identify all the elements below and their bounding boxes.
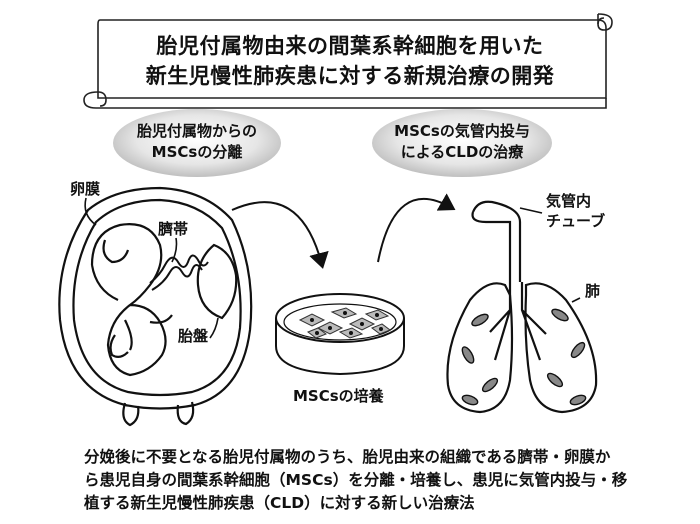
- title-line-2: 新生児慢性肺疾患に対する新規治療の開発: [145, 64, 555, 88]
- uterus-drawing: [58, 186, 253, 427]
- culture-label: MSCsの培養: [293, 387, 384, 405]
- treatment-step-line-1: MSCsの気管内投与: [394, 122, 530, 140]
- umbilical-cord-label: 臍帯: [158, 220, 189, 238]
- placenta-label: 胎盤: [178, 327, 209, 345]
- title-line-1: 胎児付属物由来の間葉系幹細胞を用いた: [156, 34, 544, 58]
- label-pointers: [84, 197, 581, 339]
- isolation-bubble: [113, 109, 281, 177]
- caption-line-1: 分娩後に不要となる胎児付属物のうち、胎児由来の組織である臍帯・卵膜か: [84, 448, 611, 466]
- title-scroll-banner: [83, 13, 613, 109]
- arrow-to-culture: [231, 201, 329, 269]
- tube-label-line-1: 気管内: [546, 192, 592, 210]
- isolation-step-line-2: MSCsの分離: [151, 143, 243, 161]
- lungs-drawing: [446, 200, 598, 414]
- arrow-to-treatment: [377, 193, 456, 263]
- petri-dish: [275, 293, 405, 376]
- lung-label: 肺: [585, 282, 601, 300]
- treatment-step-line-2: によるCLDの治療: [400, 143, 524, 161]
- egg-membrane-label: 卵膜: [70, 180, 101, 198]
- caption-line-3: 植する新生児慢性肺疾患（CLD）に対する新しい治療法: [84, 494, 475, 512]
- caption-line-2: ら患児自身の間葉系幹細胞（MSCs）を分離・培養し、患児に気管内投与・移: [84, 471, 628, 489]
- tube-label-line-2: チューブ: [546, 212, 606, 230]
- isolation-step-line-1: 胎児付属物からの: [136, 122, 257, 140]
- treatment-bubble: [372, 109, 552, 177]
